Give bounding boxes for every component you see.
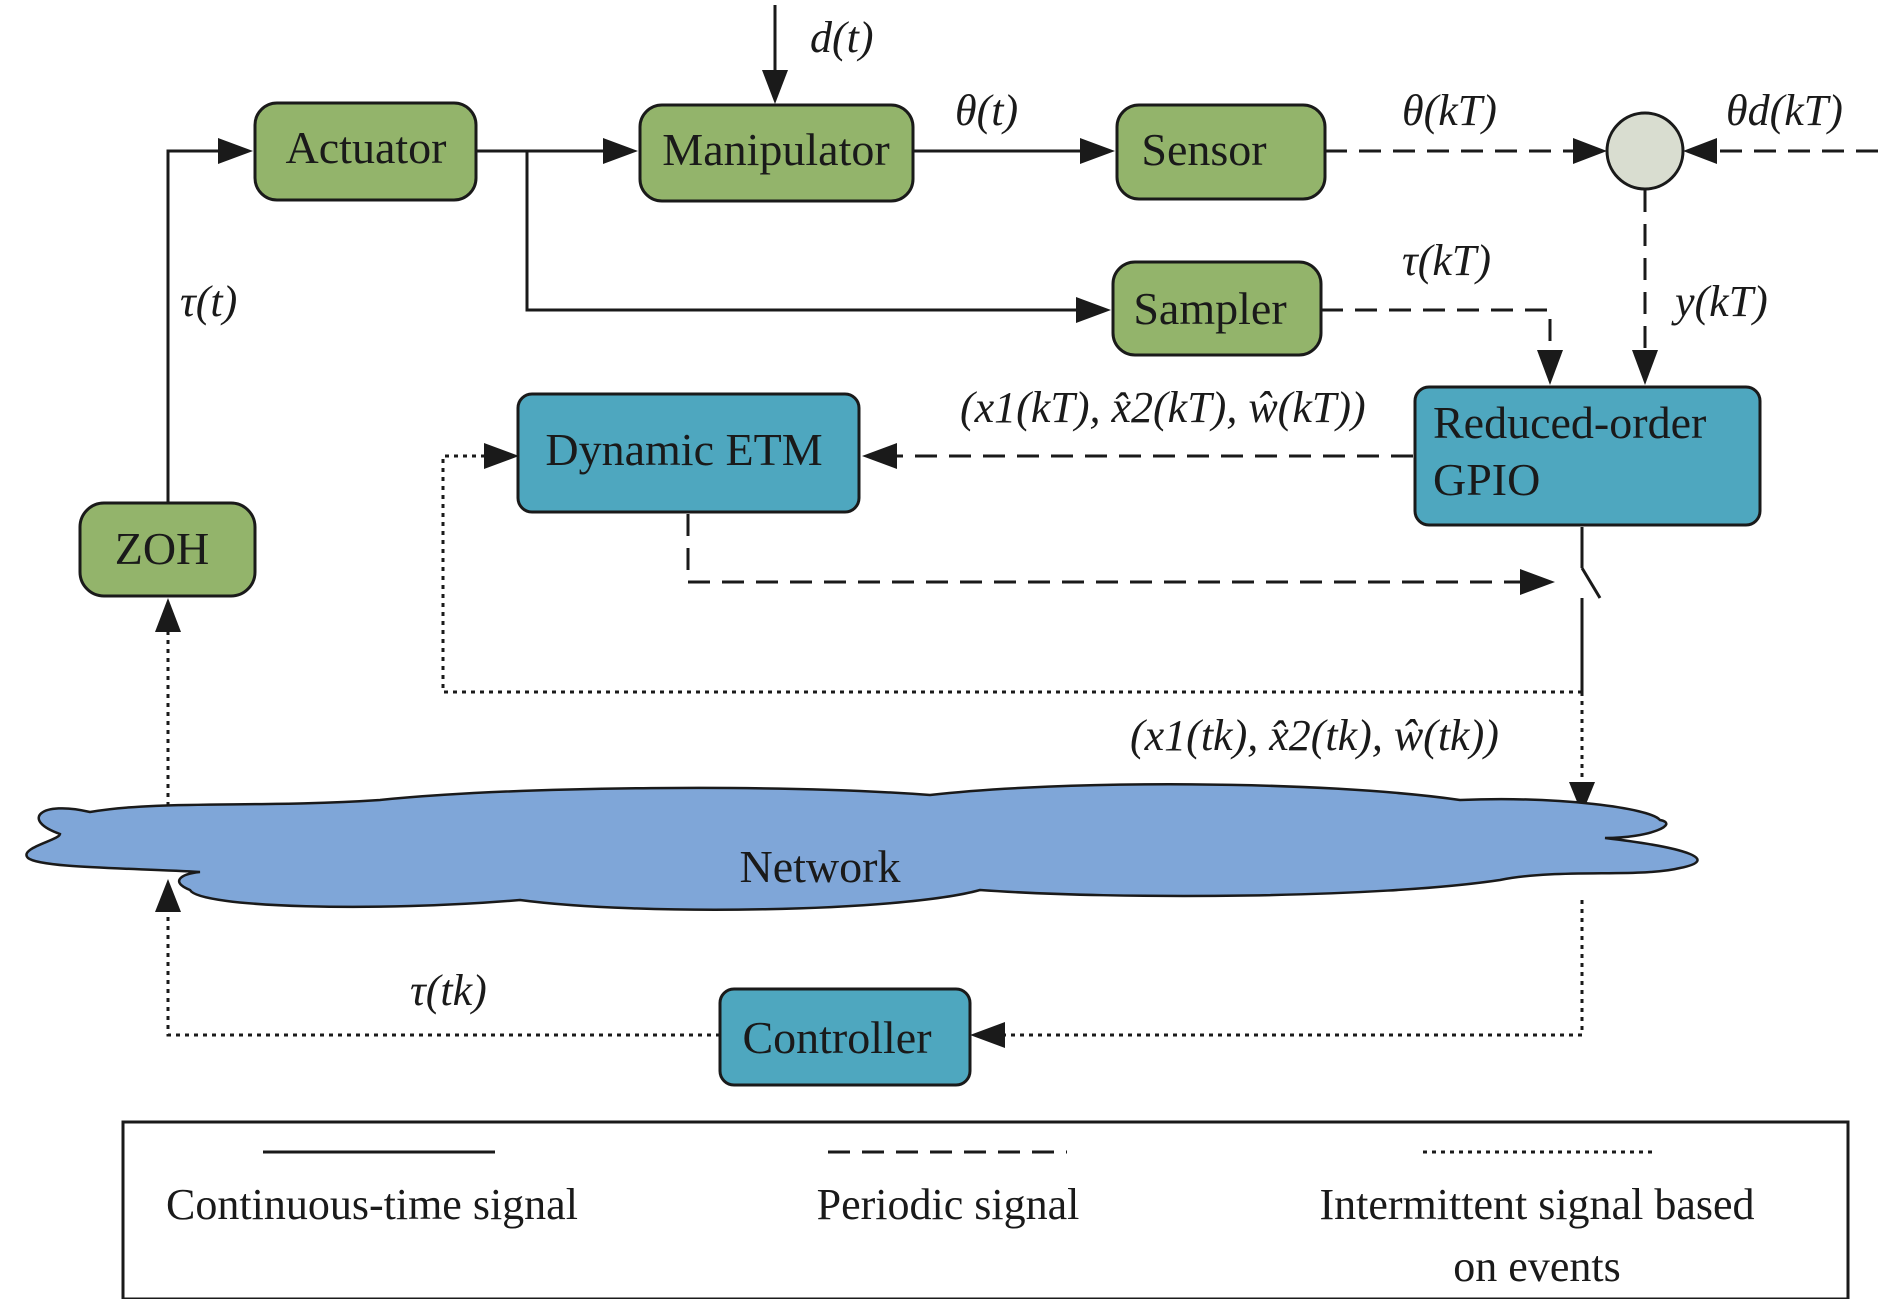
zoh-block: [78, 501, 257, 598]
etm-left-arrowhead: [484, 443, 519, 469]
sampler-to-gpio-line: [1321, 308, 1552, 360]
actuator-to-sampler-line: [525, 151, 1088, 312]
legend-intermittent-label-line2: on events: [1453, 1242, 1620, 1291]
zoh-to-actuator-line: [166, 149, 230, 503]
switch-arrowhead: [1520, 569, 1555, 595]
theta-d-kt-label: θd(kT): [1726, 86, 1843, 135]
sensor-label: Sensor: [1141, 124, 1266, 175]
legend-periodic-label: Periodic signal: [817, 1180, 1080, 1229]
sampler-label: Sampler: [1133, 283, 1286, 334]
manipulator-arrowhead: [603, 138, 638, 164]
sampler-arrowhead: [1076, 297, 1111, 323]
dynamic-etm-label: Dynamic ETM: [545, 424, 822, 475]
actuator-block: [253, 101, 478, 202]
estimates-kt-label: (x1(kT), x̂2(kT), ŵ(kT)): [960, 383, 1366, 432]
theta-kt-label: θ(kT): [1402, 86, 1497, 135]
gpio-left-arrowhead: [1537, 350, 1563, 385]
controller-to-network-line: [166, 902, 720, 1037]
theta-t-label: θ(t): [955, 86, 1018, 135]
actuator-label: Actuator: [286, 122, 447, 173]
event-switch: [1580, 567, 1602, 599]
network-label: Network: [740, 841, 901, 892]
junction-right-arrowhead: [1683, 138, 1717, 164]
tau-tk-label: τ(tk): [410, 966, 487, 1015]
legend-continuous-label: Continuous-time signal: [166, 1180, 578, 1229]
sampler-block: [1111, 260, 1323, 357]
tau-t-label: τ(t): [180, 277, 237, 326]
gpio-label-line2: GPIO: [1433, 454, 1540, 505]
sensor-arrowhead: [1080, 138, 1115, 164]
controller-label: Controller: [742, 1012, 931, 1063]
zoh-label: ZOH: [115, 523, 210, 574]
network-return-arrowhead: [155, 879, 181, 912]
summing-junction: [1605, 111, 1685, 191]
etm-trigger-line: [686, 514, 1532, 584]
controller-block: [718, 987, 972, 1087]
gpio-right-arrowhead: [1632, 350, 1658, 385]
zoh-arrowhead: [155, 598, 181, 632]
event-feedback-line: [441, 454, 1582, 694]
gpio-label-line1: Reduced-order: [1433, 397, 1706, 448]
estimates-tk-label: (x1(tk), x̂2(tk), ŵ(tk)): [1130, 711, 1499, 760]
legend-intermittent-label-line1: Intermittent signal based: [1320, 1180, 1755, 1229]
manipulator-label: Manipulator: [662, 124, 889, 175]
manipulator-block: [638, 103, 915, 203]
network-cloud: [25, 783, 1699, 911]
controller-arrowhead: [970, 1022, 1005, 1048]
junction-left-arrowhead: [1573, 138, 1607, 164]
dynamic-etm-block: [516, 392, 861, 514]
sensor-block: [1115, 103, 1327, 201]
y-kt-label: y(kT): [1671, 277, 1768, 326]
network-in-arrowhead: [1569, 782, 1595, 814]
tau-kt-label: τ(kT): [1402, 236, 1491, 285]
network-to-controller-line: [993, 900, 1584, 1037]
etm-right-arrowhead: [862, 443, 897, 469]
actuator-arrowhead: [218, 138, 253, 164]
disturbance-label: d(t): [810, 13, 874, 62]
gpio-block: [1413, 385, 1762, 527]
disturbance-arrowhead: [762, 70, 788, 104]
